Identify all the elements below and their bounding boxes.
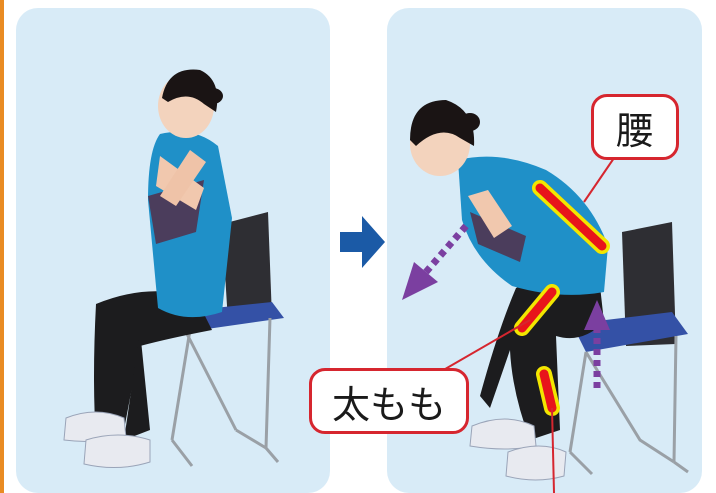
thigh-muscle-highlight-lower [536, 366, 560, 416]
dotted-down-left-arrow-icon [402, 223, 469, 300]
seated-person-figure [63, 69, 284, 469]
thigh-callout-label: 太もも [309, 368, 469, 434]
thigh-leader-line-lower [551, 407, 555, 493]
right-arrow-icon [340, 216, 385, 268]
waist-muscle-highlight [532, 180, 610, 254]
thigh-leader-line-upper [439, 319, 531, 373]
waist-callout-label: 腰 [591, 94, 679, 160]
accent-bar [0, 0, 4, 493]
standing-up-person-figure [410, 100, 689, 481]
dotted-up-arrow-icon [584, 300, 610, 388]
waist-leader-line [583, 157, 615, 203]
